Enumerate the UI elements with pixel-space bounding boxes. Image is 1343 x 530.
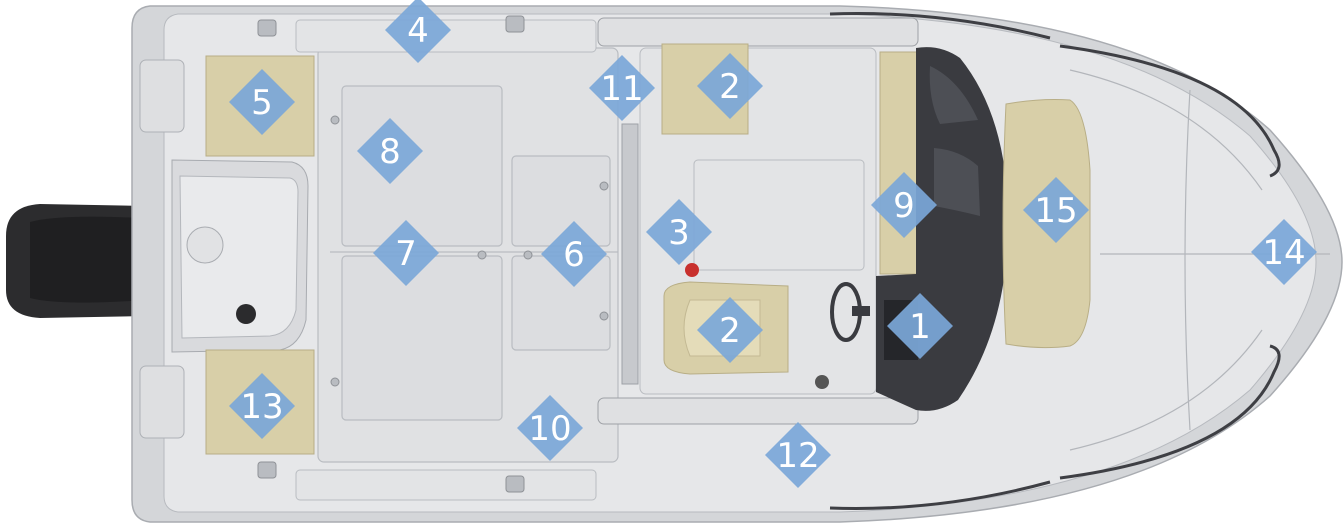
callout-diamond: [229, 373, 295, 439]
callout-number: 12: [776, 436, 819, 476]
callout-diamond: [697, 297, 763, 363]
callout-diamond: [385, 0, 451, 63]
callout-diamond: [1023, 177, 1089, 243]
steering-wheel: [830, 282, 870, 342]
callout-number: 11: [600, 69, 643, 109]
callout-diamond: [1251, 219, 1317, 285]
port-side-pod: [139, 59, 185, 133]
callout-marker-1: 1: [887, 293, 953, 359]
console-bench-cushion: [879, 51, 919, 275]
callout-diamond: [357, 118, 423, 184]
callout-marker-7: 7: [373, 220, 439, 286]
cockpit-divider: [621, 123, 639, 385]
callout-number: 14: [1262, 233, 1305, 273]
callout-diamond: [765, 422, 831, 488]
callout-marker-15: 15: [1023, 177, 1089, 243]
callout-diamond: [541, 221, 607, 287]
callout-marker-9: 9: [871, 172, 937, 238]
callout-diamond: [646, 199, 712, 265]
callout-marker-3: 3: [646, 199, 712, 265]
callout-marker-2: 2: [697, 297, 763, 363]
callout-number: 13: [240, 387, 283, 427]
callout-marker-12: 12: [765, 422, 831, 488]
callout-diamond: [887, 293, 953, 359]
callout-number: 10: [528, 409, 571, 449]
callout-marker-13: 13: [229, 373, 295, 439]
callout-number: 1: [909, 307, 931, 347]
callout-diamond: [373, 220, 439, 286]
callout-number: 15: [1034, 191, 1077, 231]
callout-marker-6: 6: [541, 221, 607, 287]
callout-number: 4: [407, 11, 429, 51]
callout-number: 2: [719, 311, 741, 351]
deck-fittings: [257, 15, 609, 493]
callout-marker-14: 14: [1251, 219, 1317, 285]
callout-diamond: [229, 69, 295, 135]
callout-number: 3: [668, 213, 690, 253]
aft-bench-top: [295, 19, 597, 53]
starboard-side-pod: [139, 365, 185, 439]
callout-number: 8: [379, 132, 401, 172]
bottom-rail: [597, 397, 919, 425]
callout-diamond: [871, 172, 937, 238]
callout-marker-2: 2: [697, 53, 763, 119]
top-rail: [597, 17, 919, 47]
bow-rail: [829, 12, 1281, 510]
callout-number: 9: [893, 186, 915, 226]
callout-number: 2: [719, 67, 741, 107]
callout-marker-8: 8: [357, 118, 423, 184]
stern-well: [171, 159, 309, 353]
callout-number: 6: [563, 235, 585, 275]
callout-marker-10: 10: [517, 395, 583, 461]
callout-marker-4: 4: [385, 0, 451, 63]
callout-diamond: [517, 395, 583, 461]
callout-number: 5: [251, 83, 273, 123]
callout-number: 7: [395, 234, 417, 274]
callout-diamond: [589, 55, 655, 121]
callout-marker-5: 5: [229, 69, 295, 135]
aft-bench-bottom: [295, 469, 597, 501]
callout-marker-11: 11: [589, 55, 655, 121]
callout-diamond: [697, 53, 763, 119]
throttle-lever: [815, 375, 829, 389]
